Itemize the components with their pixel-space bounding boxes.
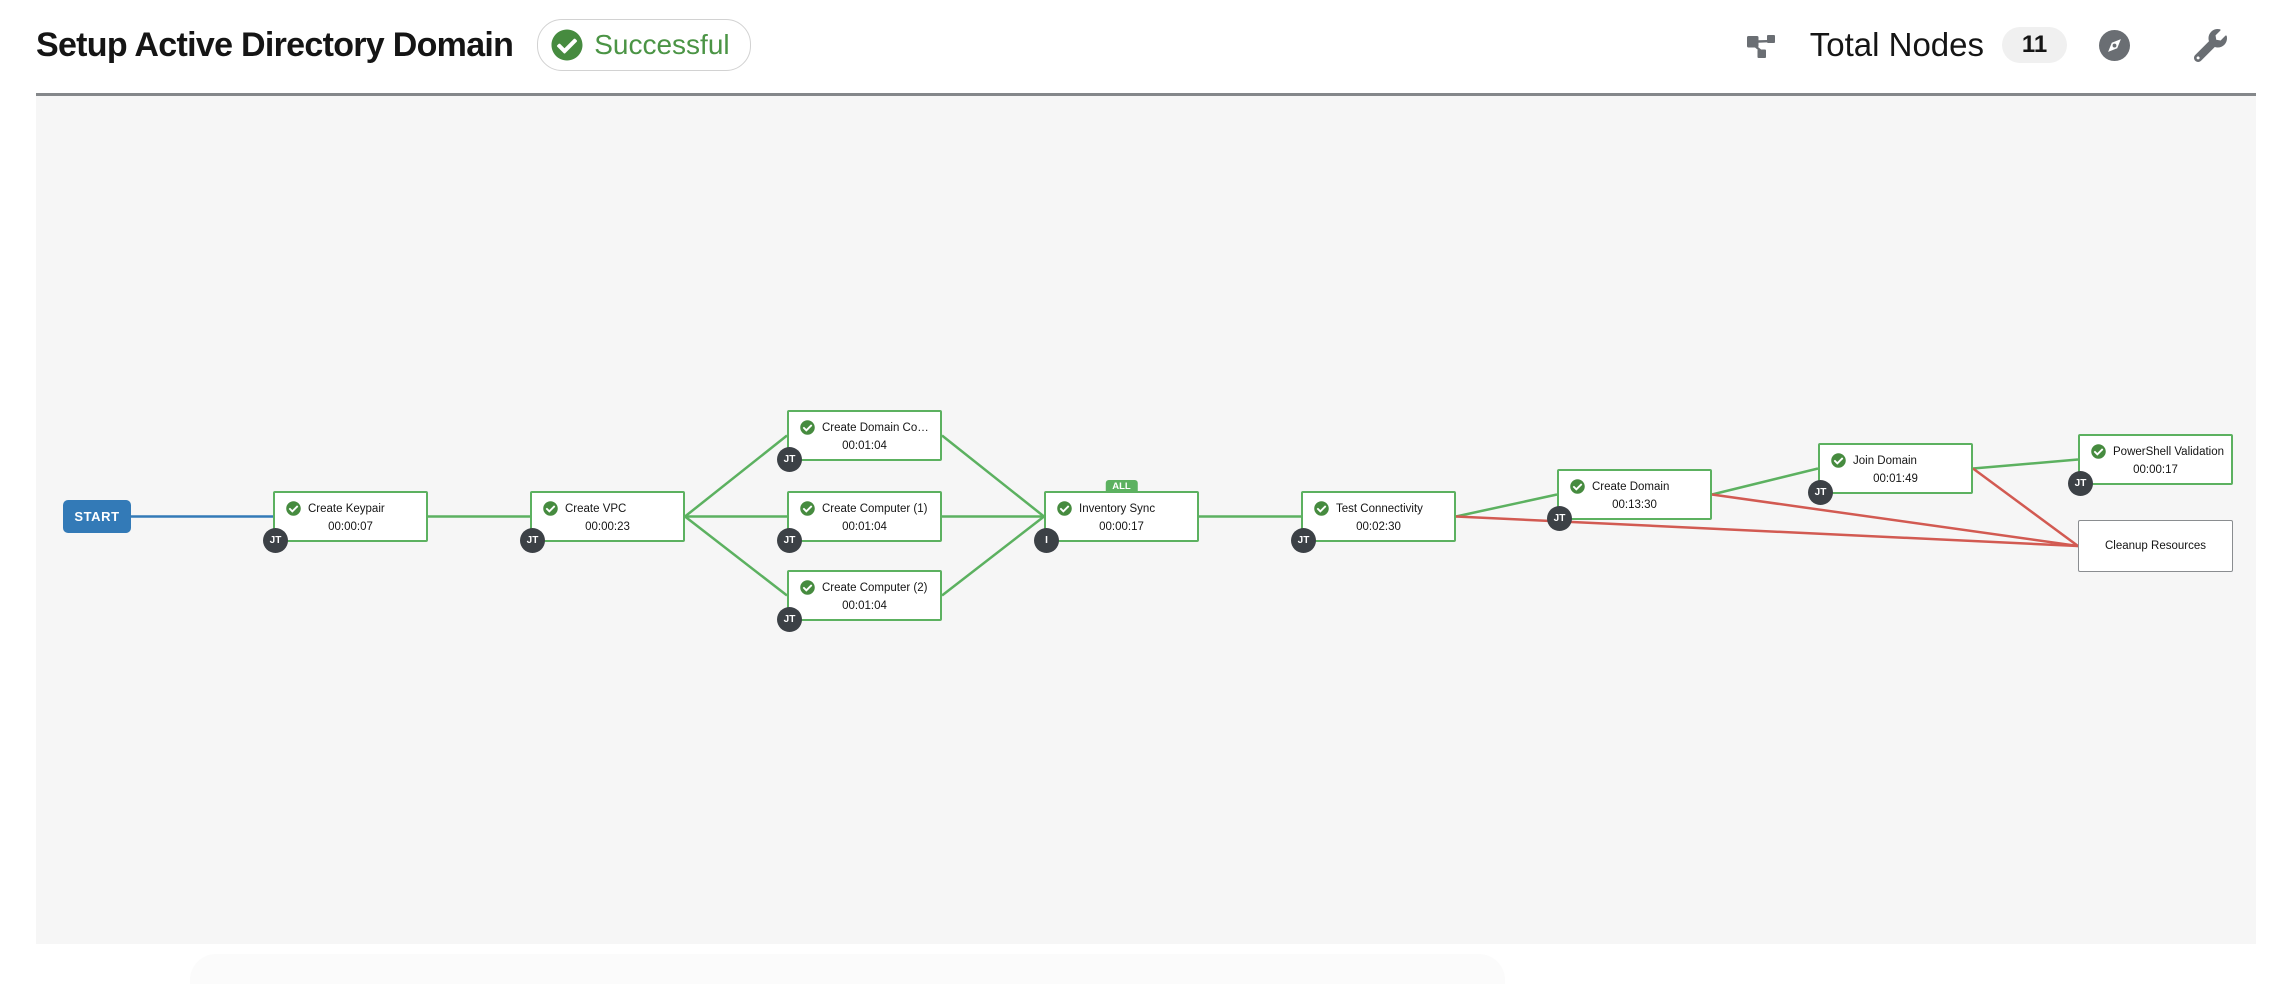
node-label: Test Connectivity <box>1336 502 1423 515</box>
status-badge-label: Successful <box>594 29 730 60</box>
node-title-row: Inventory Sync <box>1046 493 1197 516</box>
node-type-badge: JT <box>263 528 288 553</box>
check-circle-icon <box>286 501 301 516</box>
legend-button[interactable] <box>2099 29 2130 61</box>
workflow-node-start: START <box>63 500 131 533</box>
check-circle-icon <box>1570 479 1585 494</box>
status-badge[interactable]: Successful <box>537 19 751 71</box>
node-title-row: Create Domain <box>1559 471 1710 494</box>
check-circle-icon <box>1314 501 1329 516</box>
node-type-badge: JT <box>2068 471 2093 496</box>
node-convergence-tag: ALL <box>1105 480 1138 494</box>
node-elapsed-time: 00:00:23 <box>585 521 630 533</box>
node-label: PowerShell Validation <box>2113 445 2225 458</box>
node-elapsed-time: 00:01:04 <box>842 440 887 452</box>
check-circle-icon <box>800 580 815 595</box>
check-circle-icon <box>800 420 815 435</box>
node-label: Create VPC <box>565 502 627 515</box>
tools-button[interactable] <box>2194 28 2227 62</box>
node-label: Cleanup Resources <box>2104 540 2206 552</box>
check-circle-icon <box>543 501 558 516</box>
node-title-row: Join Domain <box>1820 445 1971 468</box>
node-label: Create Domain <box>1592 480 1670 493</box>
node-elapsed-time: 00:02:30 <box>1356 521 1401 533</box>
check-circle-icon <box>2091 444 2106 459</box>
node-type-badge: JT <box>777 607 802 632</box>
check-circle-icon <box>1057 501 1072 516</box>
node-type-badge: JT <box>1808 480 1833 505</box>
node-label: Create Computer (1) <box>822 502 928 515</box>
check-circle-icon <box>1831 453 1846 468</box>
node-label: Create Computer (2) <box>822 581 928 594</box>
node-title-row: Create Keypair <box>275 493 426 516</box>
node-type-badge: JT <box>520 528 545 553</box>
check-circle-icon <box>551 29 583 61</box>
page-title: Setup Active Directory Domain <box>36 25 514 64</box>
bottom-panel-edge <box>190 954 1505 984</box>
wrench-icon <box>2194 28 2227 62</box>
node-elapsed-time: 00:01:49 <box>1873 473 1918 485</box>
node-title-row: Test Connectivity <box>1303 493 1454 516</box>
node-title-row: Create Computer (1) <box>789 493 940 516</box>
node-type-badge: JT <box>1291 528 1316 553</box>
total-nodes-label: Total Nodes <box>1809 26 1984 63</box>
node-label: START <box>74 509 120 524</box>
node-type-badge: I <box>1034 528 1059 553</box>
node-elapsed-time: 00:00:07 <box>328 521 373 533</box>
node-elapsed-time: 00:01:04 <box>842 600 887 612</box>
node-label: Create Domain Contr... <box>822 421 934 434</box>
total-nodes-count-badge: 11 <box>2002 27 2067 63</box>
node-label: Create Keypair <box>308 502 385 515</box>
node-title-row: PowerShell Validation <box>2080 436 2231 459</box>
page-header: Setup Active Directory Domain Successful… <box>0 0 2290 90</box>
node-type-badge: JT <box>777 528 802 553</box>
node-type-badge: JT <box>777 447 802 472</box>
header-toolbar: Total Nodes 11 <box>1746 26 2227 64</box>
node-label: Join Domain <box>1853 454 1917 467</box>
node-label: Inventory Sync <box>1079 502 1156 515</box>
node-elapsed-time: 00:00:17 <box>1099 521 1144 533</box>
node-elapsed-time: 00:13:30 <box>1612 499 1657 511</box>
workflow-node-cleanup-resources[interactable]: Cleanup Resources <box>2078 520 2233 572</box>
node-elapsed-time: 00:01:04 <box>842 521 887 533</box>
node-type-badge: JT <box>1547 506 1572 531</box>
compass-icon <box>2099 29 2130 61</box>
check-circle-icon <box>800 501 815 516</box>
node-title-row: Create VPC <box>532 493 683 516</box>
header-divider <box>36 93 2256 96</box>
node-elapsed-time: 00:00:17 <box>2133 464 2178 476</box>
node-title-row: Create Computer (2) <box>789 572 940 595</box>
workflow-topology-icon <box>1746 34 1775 58</box>
node-title-row: Create Domain Contr... <box>789 412 940 435</box>
